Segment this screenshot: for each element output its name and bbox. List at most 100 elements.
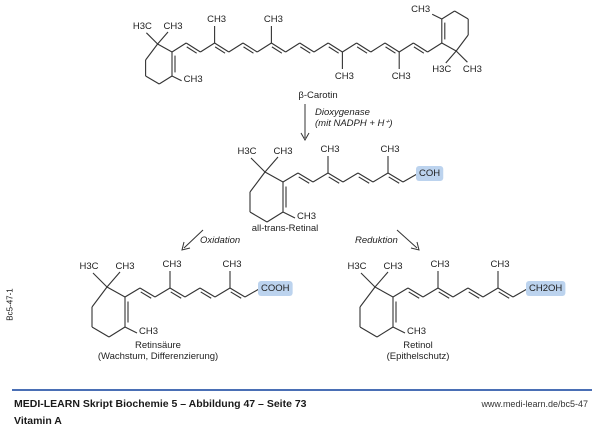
double-bond-inner	[468, 291, 480, 299]
oxidation-arrowhead	[181, 241, 191, 251]
bond	[454, 10, 469, 20]
double-bond-inner	[388, 176, 400, 184]
double-bond-inner	[271, 46, 283, 54]
methyl-label: H3C	[237, 146, 256, 157]
bond	[431, 13, 443, 20]
double-bond-inner	[328, 176, 340, 184]
carotene-name: β-Carotin	[298, 90, 337, 101]
bond	[285, 42, 301, 53]
bond	[455, 34, 469, 52]
double-bond-inner	[413, 46, 425, 54]
functional-group-highlight	[258, 281, 293, 296]
double-bond-inner	[328, 46, 339, 54]
bond	[376, 326, 394, 338]
bond	[512, 288, 528, 298]
bond	[106, 271, 121, 288]
footer-url[interactable]: www.medi-learn.de/bc5-47	[481, 399, 588, 409]
methyl-label: CH3	[273, 146, 292, 157]
bond	[91, 326, 110, 338]
footer-title: MEDI-LEARN Skript Biochemie 5 – Abbildun…	[14, 398, 307, 410]
methyl-label: CH3	[139, 326, 158, 337]
double-bond	[407, 287, 424, 298]
bond	[249, 211, 268, 223]
methyl-label: CH3	[320, 144, 339, 155]
bond	[359, 326, 378, 338]
methyl-label: CH3	[411, 4, 430, 15]
functional-group-label: COOH	[261, 283, 290, 294]
methyl-label: CH3	[430, 259, 449, 270]
methyl-label: CH3	[392, 71, 411, 82]
double-bond-inner	[385, 46, 396, 54]
bond	[342, 172, 359, 183]
bond	[200, 42, 215, 53]
bond	[313, 42, 329, 53]
double-bond	[299, 42, 315, 53]
bond	[250, 157, 266, 173]
bond	[402, 173, 418, 183]
functional-group-highlight	[526, 281, 566, 296]
double-bond	[437, 287, 454, 298]
oxidation-label: Oxidation	[200, 235, 240, 246]
bond	[264, 156, 279, 173]
double-bond	[199, 287, 216, 298]
methyl-label: CH3	[490, 259, 509, 270]
bond	[452, 287, 469, 298]
double-bond-inner	[230, 291, 242, 299]
double-bond	[297, 172, 314, 183]
bond	[455, 50, 468, 63]
methyl-label: CH3	[222, 259, 241, 270]
bond	[370, 42, 386, 53]
bond	[184, 287, 201, 298]
bond	[91, 286, 108, 308]
methyl-label: CH3	[162, 259, 181, 270]
bond	[249, 171, 266, 193]
double-bond-inner	[358, 176, 370, 184]
retinal-name: all-trans-Retinal	[252, 223, 319, 234]
bond	[374, 271, 389, 288]
bond	[171, 42, 187, 53]
bond	[158, 75, 173, 85]
methyl-label: CH3	[207, 14, 226, 25]
footer-subtitle: Vitamin A	[14, 415, 62, 427]
enzyme-label: Dioxygenase	[315, 107, 370, 118]
double-bond-inner	[243, 46, 254, 54]
bond	[157, 31, 169, 45]
cleavage-arrowhead	[300, 132, 310, 142]
methyl-label: H3C	[432, 64, 451, 75]
methyl-label: H3C	[79, 261, 98, 272]
double-bond	[242, 42, 258, 53]
bond	[154, 287, 171, 298]
figure-code: Bc5-47-1	[5, 288, 15, 321]
double-bond	[387, 172, 404, 183]
methyl-label: CH3	[264, 14, 283, 25]
methyl-label: H3C	[133, 21, 152, 32]
bond	[372, 172, 389, 183]
double-bond-inner	[438, 291, 450, 299]
functional-group-highlight	[416, 166, 444, 181]
methyl-label: CH3	[115, 261, 134, 272]
bond	[441, 10, 455, 20]
bond	[106, 286, 126, 298]
double-bond	[357, 172, 374, 183]
bond	[244, 288, 260, 298]
bond	[266, 211, 284, 223]
double-bond-inner	[200, 291, 212, 299]
functional-group-label: COH	[419, 168, 440, 179]
bond	[157, 43, 173, 53]
double-bond	[467, 287, 484, 298]
retinol-note: (Epithelschutz)	[387, 351, 450, 362]
double-bond	[139, 287, 156, 298]
double-bond	[229, 287, 246, 298]
bond	[124, 287, 141, 298]
bond	[146, 32, 158, 45]
bond	[445, 50, 457, 64]
methyl-label: CH3	[383, 261, 402, 272]
double-bond-inner	[186, 46, 197, 54]
bond	[108, 326, 126, 338]
bond	[256, 42, 272, 53]
methyl-label: CH3	[380, 144, 399, 155]
cofactor-label: (mit NADPH + H⁺)	[315, 118, 393, 129]
bond	[312, 172, 329, 183]
bond	[359, 286, 376, 308]
